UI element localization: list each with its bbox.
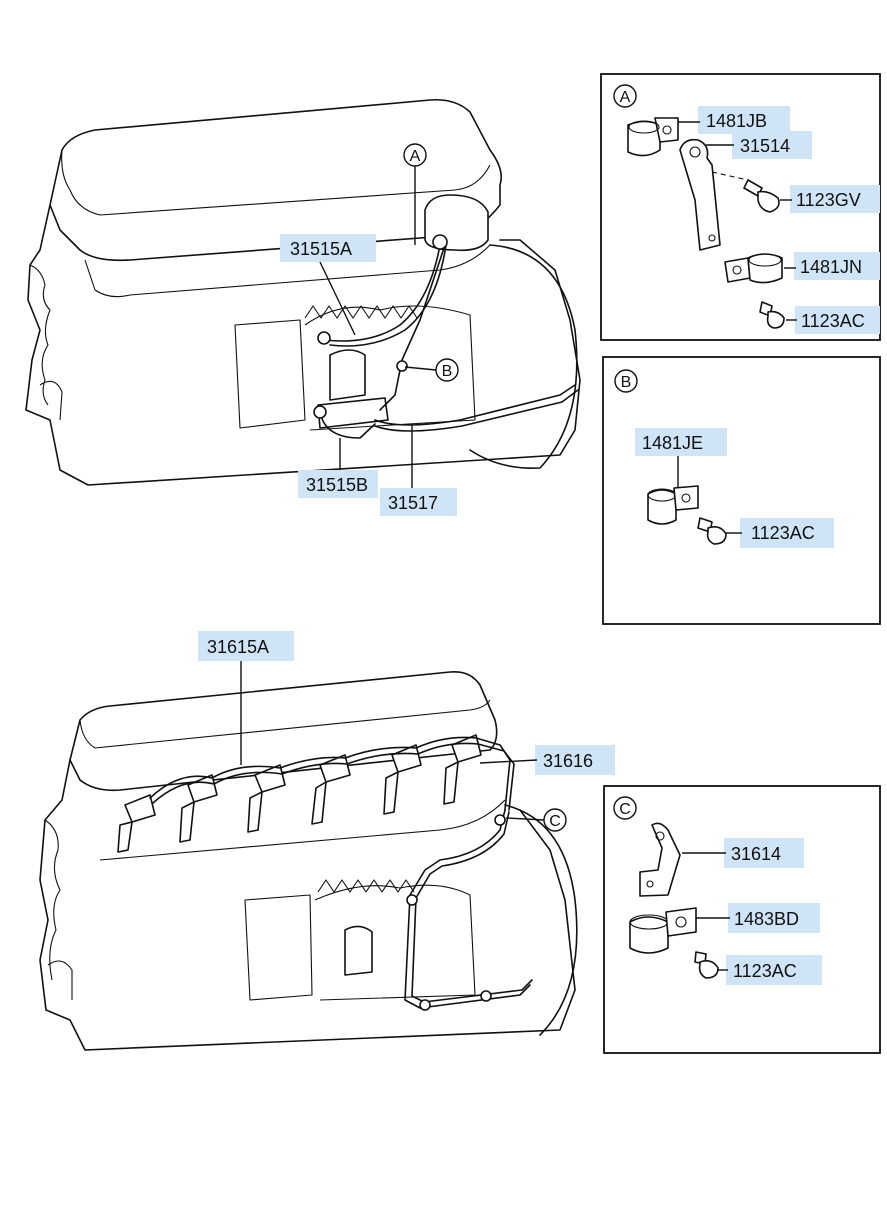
svg-text:31615A: 31615A <box>207 637 269 657</box>
label-31515b[interactable]: 31515B <box>298 470 378 498</box>
fuel-line-31515a <box>324 244 441 342</box>
svg-text:31517: 31517 <box>388 493 438 513</box>
callout-b[interactable]: B <box>435 358 459 382</box>
svg-text:1123GV: 1123GV <box>796 190 861 210</box>
bracket-31514-icon <box>679 138 721 251</box>
label-1123ac-a[interactable]: 1123AC <box>795 306 880 334</box>
svg-text:1123AC: 1123AC <box>733 961 797 981</box>
clamp-1481je-icon <box>647 485 699 525</box>
label-1481jb[interactable]: 1481JB <box>698 106 790 134</box>
detail-b-box: B 1481JE 1123AC <box>602 356 881 625</box>
label-1481je[interactable]: 1481JE <box>635 428 727 456</box>
engine-block-bottom <box>39 759 576 1051</box>
label-1123ac-c[interactable]: 1123AC <box>726 955 822 985</box>
clamp-1481jn-icon <box>724 253 783 284</box>
bracket-31614-icon <box>639 822 681 897</box>
fuel-line-31517 <box>379 244 446 411</box>
svg-text:1483BD: 1483BD <box>734 909 799 929</box>
callout-c[interactable]: C <box>543 808 567 832</box>
callout-a-text: A <box>410 148 421 165</box>
detail-a-box: A <box>600 73 881 341</box>
engine-top-drawing <box>25 98 581 486</box>
detail-a-title: A <box>620 89 631 106</box>
svg-text:1123AC: 1123AC <box>801 311 865 331</box>
injection-pump <box>329 349 366 401</box>
detail-c-box: C 31614 1483BD 1123AC <box>603 785 881 1054</box>
svg-text:1481JN: 1481JN <box>800 257 862 277</box>
label-31615a[interactable]: 31615A <box>198 631 294 661</box>
label-31517[interactable]: 31517 <box>380 488 457 516</box>
label-1123gv[interactable]: 1123GV <box>790 185 880 213</box>
return-line-31616 <box>404 809 531 1009</box>
label-1483bd[interactable]: 1483BD <box>728 903 820 933</box>
svg-text:1481JB: 1481JB <box>706 111 767 131</box>
valve-cover-bottom <box>69 670 498 792</box>
label-31515a[interactable]: 31515A <box>280 234 376 262</box>
label-31616[interactable]: 31616 <box>535 745 615 775</box>
valve-cover-top <box>49 98 503 262</box>
label-1481jn[interactable]: 1481JN <box>794 252 880 280</box>
label-1123ac-b[interactable]: 1123AC <box>740 518 834 548</box>
detail-c-title: C <box>619 801 631 818</box>
engine-block-top <box>25 204 581 486</box>
clamp-1481jb-icon <box>627 117 679 157</box>
detail-b-title: B <box>621 374 632 391</box>
svg-text:31514: 31514 <box>740 136 790 156</box>
callout-c-text: C <box>549 813 561 830</box>
callout-a[interactable]: A <box>403 143 427 167</box>
bolt-1123gv-icon <box>743 179 780 213</box>
label-31614[interactable]: 31614 <box>724 838 804 868</box>
injectors <box>117 734 482 853</box>
clamp-1483bd-icon <box>629 907 697 954</box>
svg-text:31614: 31614 <box>731 844 781 864</box>
label-31514[interactable]: 31514 <box>732 131 812 159</box>
fuel-rail-31615a <box>149 736 511 811</box>
svg-text:31515B: 31515B <box>306 475 368 495</box>
bolt-1123ac-a-icon <box>759 301 785 329</box>
engine-bottom-drawing <box>39 670 578 1051</box>
svg-text:31515A: 31515A <box>290 239 352 259</box>
bolt-1123ac-b-icon <box>697 517 727 545</box>
callout-b-text: B <box>442 363 453 380</box>
svg-text:1123AC: 1123AC <box>751 523 815 543</box>
svg-text:1481JE: 1481JE <box>642 433 703 453</box>
bolt-1123ac-c-icon <box>694 951 719 979</box>
svg-text:31616: 31616 <box>543 751 593 771</box>
